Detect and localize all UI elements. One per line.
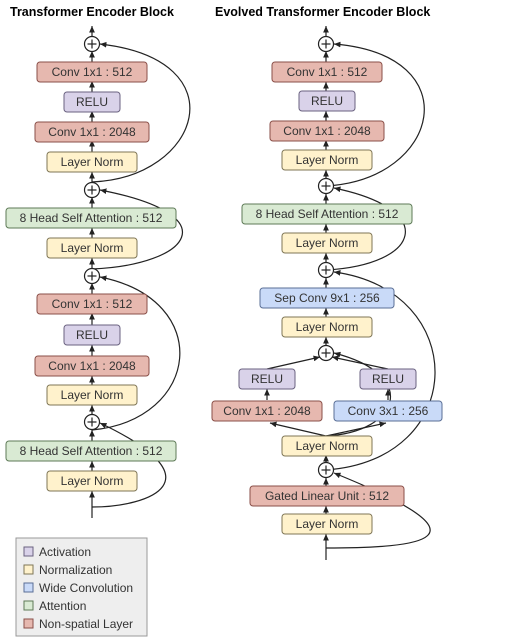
layer-norm-label: Layer Norm xyxy=(296,439,359,453)
conv-label: Conv 1x1 : 2048 xyxy=(48,359,136,373)
legend-label-normalization: Normalization xyxy=(39,563,112,577)
relu-block xyxy=(238,368,296,390)
legend-box xyxy=(15,537,148,637)
relu-label: RELU xyxy=(311,94,343,108)
legend-swatch-non-spatial xyxy=(23,618,34,629)
attention-block xyxy=(5,207,177,229)
layer-norm-block xyxy=(281,149,373,171)
conv-block xyxy=(34,121,150,143)
relu-label: RELU xyxy=(372,372,404,386)
add-node xyxy=(83,413,101,431)
layer-norm-block xyxy=(46,151,138,173)
layer-norm-block xyxy=(281,513,373,535)
legend-label-activation: Activation xyxy=(39,545,91,559)
conv-label: Conv 1x1 : 2048 xyxy=(283,124,371,138)
conv-block xyxy=(34,355,150,377)
right-edges xyxy=(264,25,436,560)
left-edges xyxy=(89,25,191,518)
layer-norm-block xyxy=(46,384,138,406)
conv-3x1-block xyxy=(333,400,443,422)
layer-norm-block xyxy=(46,470,138,492)
conv-block xyxy=(271,61,383,83)
right-nodes: Conv 1x1 : 512 RELU Conv 1x1 : 2048 Laye… xyxy=(211,35,443,535)
layer-norm-label: Layer Norm xyxy=(61,155,124,169)
legend-swatch-attention xyxy=(23,600,34,611)
relu-block xyxy=(63,324,121,346)
layer-norm-block xyxy=(281,435,373,457)
layer-norm-label: Layer Norm xyxy=(296,153,359,167)
relu-block xyxy=(63,91,121,113)
layer-norm-label: Layer Norm xyxy=(61,388,124,402)
relu-label: RELU xyxy=(76,328,108,342)
glu-label: Gated Linear Unit : 512 xyxy=(265,489,389,503)
legend-swatch-wide-convolution xyxy=(23,582,34,593)
conv-label: Conv 1x1 : 2048 xyxy=(223,404,311,418)
add-node xyxy=(317,35,335,53)
conv-label: Conv 1x1 : 2048 xyxy=(48,125,136,139)
layer-norm-block xyxy=(281,316,373,338)
relu-block xyxy=(359,368,417,390)
relu-label: RELU xyxy=(76,95,108,109)
add-node xyxy=(317,261,335,279)
layer-norm-block xyxy=(281,232,373,254)
add-node xyxy=(317,461,335,479)
left-nodes: Conv 1x1 : 512 RELU Conv 1x1 : 2048 Laye… xyxy=(5,35,177,492)
legend-swatch-normalization xyxy=(23,564,34,575)
conv-3x1-label: Conv 3x1 : 256 xyxy=(348,404,429,418)
conv-block xyxy=(36,293,148,315)
layer-norm-block xyxy=(46,237,138,259)
legend-label-wide-convolution: Wide Convolution xyxy=(39,581,133,595)
conv-block xyxy=(36,61,148,83)
relu-block xyxy=(298,90,356,112)
attention-label: 8 Head Self Attention : 512 xyxy=(20,211,163,225)
conv-label: Conv 1x1 : 512 xyxy=(52,65,133,79)
layer-norm-label: Layer Norm xyxy=(296,236,359,250)
layer-norm-label: Layer Norm xyxy=(296,517,359,531)
layer-norm-label: Layer Norm xyxy=(61,241,124,255)
layer-norm-label: Layer Norm xyxy=(61,474,124,488)
attention-block xyxy=(5,440,177,462)
conv-block xyxy=(269,120,385,142)
add-node xyxy=(83,35,101,53)
conv-label: Conv 1x1 : 512 xyxy=(287,65,368,79)
relu-label: RELU xyxy=(251,372,283,386)
legend: Activation Normalization Wide Convolutio… xyxy=(15,537,148,637)
glu-block xyxy=(249,485,405,507)
legend-swatch-activation xyxy=(23,546,34,557)
sep-conv-label: Sep Conv 9x1 : 256 xyxy=(274,291,380,305)
layer-norm-label: Layer Norm xyxy=(296,320,359,334)
attention-block xyxy=(241,203,413,225)
attention-label: 8 Head Self Attention : 512 xyxy=(256,207,399,221)
legend-label-attention: Attention xyxy=(39,599,86,613)
add-node xyxy=(83,267,101,285)
left-title: Transformer Encoder Block xyxy=(10,5,174,19)
right-title: Evolved Transformer Encoder Block xyxy=(215,5,430,19)
add-node xyxy=(317,177,335,195)
sep-conv-block xyxy=(259,287,395,309)
add-node xyxy=(317,344,335,362)
conv-block xyxy=(211,400,323,422)
add-node xyxy=(83,181,101,199)
conv-label: Conv 1x1 : 512 xyxy=(52,297,133,311)
attention-label: 8 Head Self Attention : 512 xyxy=(20,444,163,458)
legend-label-non-spatial: Non-spatial Layer xyxy=(39,617,133,631)
